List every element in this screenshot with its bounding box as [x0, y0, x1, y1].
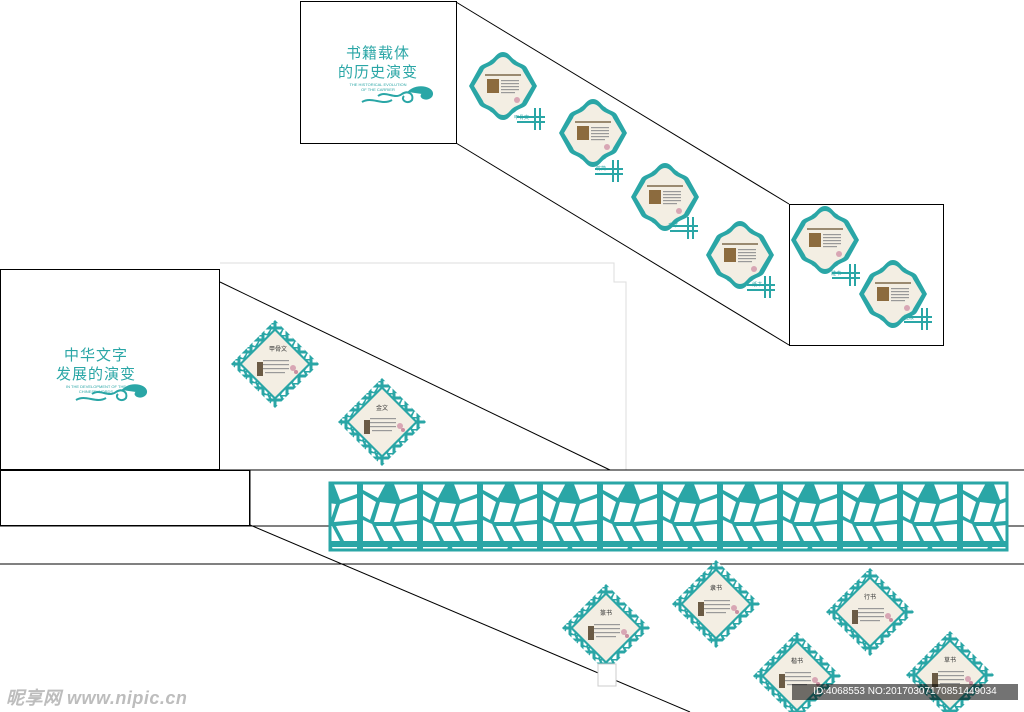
script-label: 楷书 [791, 659, 804, 665]
script-label: 行书 [864, 595, 877, 601]
upper-title-line2: 的历史演变 [337, 63, 418, 81]
script-label: 隶书 [710, 586, 723, 592]
stair-label: 雕版 [904, 315, 915, 321]
script-label: 金文 [376, 406, 389, 412]
small-sign [597, 663, 617, 687]
watermark-id-bar: ID:4068553 NO:20170307170851449034 [792, 684, 1018, 700]
upper-title-line1: 书籍载体 [345, 44, 410, 62]
lower-title-line2: 发展的演变 [55, 365, 136, 383]
lower-title: 中华文字 发展的演变 IN THE DEVELOPMENT OF THE CHI… [36, 346, 156, 394]
upper-title-en1: THE HISTORICAL EVOLUTION [349, 82, 407, 87]
stair-label: 纸书 [752, 282, 763, 288]
lower-title-en2: CHINESE WORDS [78, 389, 114, 394]
lattice-band [328, 481, 1009, 552]
upper-stair-panels [469, 52, 932, 330]
upper-title: 书籍载体 的历史演变 THE HISTORICAL EVOLUTION OF T… [318, 44, 438, 92]
stair-label: 竹简 [596, 166, 607, 172]
stair-label: 雕书 [831, 271, 842, 277]
script-label: 草书 [944, 658, 957, 664]
script-label: 篆书 [600, 611, 613, 617]
stair-label: 帛书 [668, 223, 679, 229]
stair-label: 甲骨文 [514, 115, 530, 121]
upper-title-en2: OF THE CARRIER [361, 87, 395, 92]
lower-title-line1: 中华文字 [63, 346, 128, 364]
lower-title-en1: IN THE DEVELOPMENT OF THE [65, 384, 126, 389]
watermark-left: 昵享网 www.nipic.cn [6, 688, 188, 708]
script-label: 甲骨文 [269, 347, 288, 353]
